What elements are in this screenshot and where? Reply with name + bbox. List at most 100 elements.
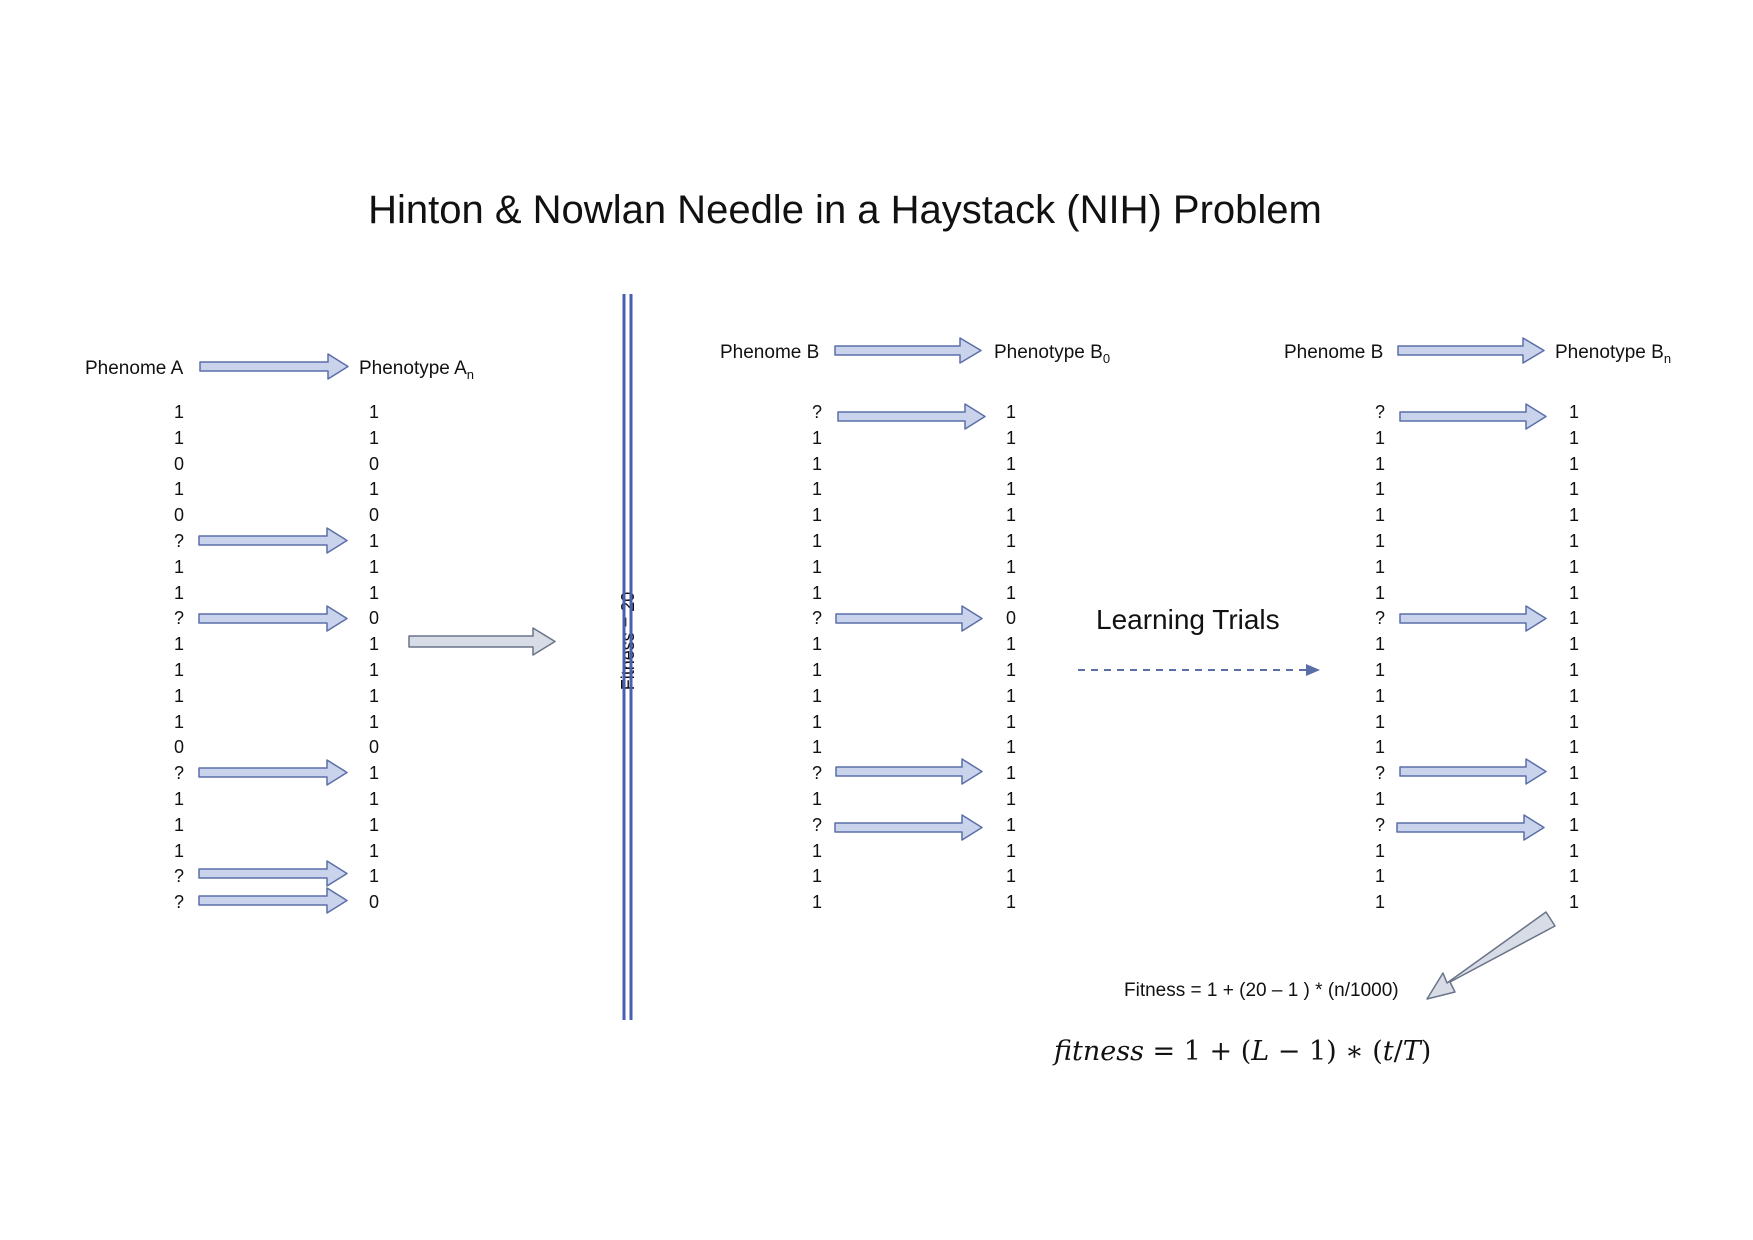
bit-value: 0 — [173, 737, 184, 758]
bit-value: 0 — [1005, 608, 1016, 629]
bit-value: 1 — [811, 866, 822, 887]
bit-value: 1 — [368, 427, 379, 448]
bit-value: 1 — [1005, 402, 1016, 422]
bit-value: 1 — [811, 556, 822, 577]
bit-value: ? — [1374, 402, 1385, 422]
bit-value: ? — [173, 763, 184, 784]
bit-value: 1 — [173, 840, 184, 861]
phenotype-a-label: Phenotype An — [359, 357, 474, 387]
phenotype-bn-subscript: n — [1663, 350, 1672, 366]
phenotype-a-subscript: n — [466, 366, 474, 382]
bit-value: 1 — [1374, 866, 1385, 887]
bit-value: 1 — [1568, 659, 1579, 680]
bit-value: 1 — [1005, 763, 1016, 784]
bit-value: 1 — [1374, 479, 1385, 500]
mapping-arrow — [835, 605, 983, 632]
bit-value: 1 — [1568, 505, 1579, 526]
phenome-b-learned-label: Phenome B — [1284, 342, 1384, 363]
bit-value: 1 — [1374, 505, 1385, 526]
bit-value: 1 — [1005, 453, 1016, 474]
bit-value: 1 — [1005, 634, 1016, 655]
header-arrow — [1397, 337, 1545, 364]
bit-value: 1 — [1005, 505, 1016, 526]
phenotype-a-text: Phenotype A — [359, 358, 467, 379]
bit-value: 1 — [1374, 427, 1385, 448]
bit-value: 0 — [368, 453, 379, 474]
bit-value: 1 — [173, 685, 184, 706]
bit-value: 1 — [811, 582, 822, 603]
bit-value: 0 — [368, 892, 379, 913]
bit-value: 1 — [1568, 814, 1579, 835]
mapping-arrows-bn — [1396, 403, 1547, 841]
bit-value: 1 — [1374, 840, 1385, 861]
mapping-arrow — [1399, 403, 1547, 430]
mapping-arrow — [1399, 758, 1547, 785]
bit-value: ? — [1374, 608, 1385, 629]
bit-value: 1 — [1568, 427, 1579, 448]
bit-value: 1 — [1568, 763, 1579, 784]
bit-value: 1 — [1374, 788, 1385, 809]
bit-value: 1 — [1005, 840, 1016, 861]
fitness-arrow — [408, 627, 556, 656]
formula-T: T — [1402, 1036, 1421, 1067]
bit-value: 1 — [1568, 840, 1579, 861]
bit-value: 1 — [811, 788, 822, 809]
bit-value: 1 — [1005, 685, 1016, 706]
bit-value: 1 — [1568, 866, 1579, 887]
bit-value: 1 — [368, 402, 379, 422]
bit-value: ? — [173, 608, 184, 629]
bit-value: 1 — [173, 711, 184, 732]
bit-value: 1 — [811, 453, 822, 474]
bit-value: 1 — [173, 814, 184, 835]
bit-value: 1 — [1568, 608, 1579, 629]
bit-value: 1 — [1374, 685, 1385, 706]
bit-value: ? — [811, 814, 822, 835]
bit-value: 1 — [173, 402, 184, 422]
bit-value: 0 — [368, 737, 379, 758]
mapping-arrow — [198, 605, 348, 632]
formula-L: L — [1251, 1036, 1270, 1067]
mapping-arrow — [835, 758, 983, 785]
bit-value: 1 — [1374, 737, 1385, 758]
mapping-arrow — [837, 403, 986, 430]
bit-value: 1 — [1568, 711, 1579, 732]
bit-value: 1 — [1005, 582, 1016, 603]
bit-value: 1 — [173, 556, 184, 577]
bit-value: 1 — [173, 634, 184, 655]
bit-value: 1 — [811, 659, 822, 680]
bit-value: 1 — [1568, 402, 1579, 422]
bit-value: 1 — [1374, 556, 1385, 577]
bit-value: 1 — [368, 814, 379, 835]
bit-value: 1 — [1005, 788, 1016, 809]
bit-value: 1 — [1005, 711, 1016, 732]
bit-value: 1 — [1374, 582, 1385, 603]
bit-value: 1 — [368, 556, 379, 577]
formula-slash: / — [1393, 1036, 1403, 1067]
bit-value: 1 — [1568, 582, 1579, 603]
bit-value: 1 — [173, 788, 184, 809]
bit-value: ? — [1374, 814, 1385, 835]
bit-value: 1 — [1005, 479, 1016, 500]
fitness-formula: fitness = 1 + (L − 1) ∗ (t/T) — [1054, 1034, 1431, 1070]
phenotype-b0-subscript: 0 — [1102, 350, 1111, 366]
phenotype-b0-label: Phenotype B0 — [994, 341, 1110, 371]
phenotype-b0-text: Phenotype B — [994, 342, 1103, 363]
learning-trials-label: Learning Trials — [1096, 604, 1280, 635]
phenome-b-label: Phenome B — [720, 342, 820, 363]
bit-value: 1 — [1005, 814, 1016, 835]
bit-value: 1 — [173, 659, 184, 680]
bit-value: 1 — [1005, 530, 1016, 551]
bit-value: 1 — [1005, 737, 1016, 758]
phenotype-bn-text: Phenotype B — [1555, 342, 1664, 363]
bit-value: 1 — [1568, 479, 1579, 500]
fitness-b-arrow — [1426, 911, 1556, 1000]
bit-value: ? — [173, 892, 184, 913]
bit-value: 1 — [1374, 634, 1385, 655]
formula-end: ) — [1420, 1036, 1432, 1067]
bit-value: 1 — [368, 840, 379, 861]
